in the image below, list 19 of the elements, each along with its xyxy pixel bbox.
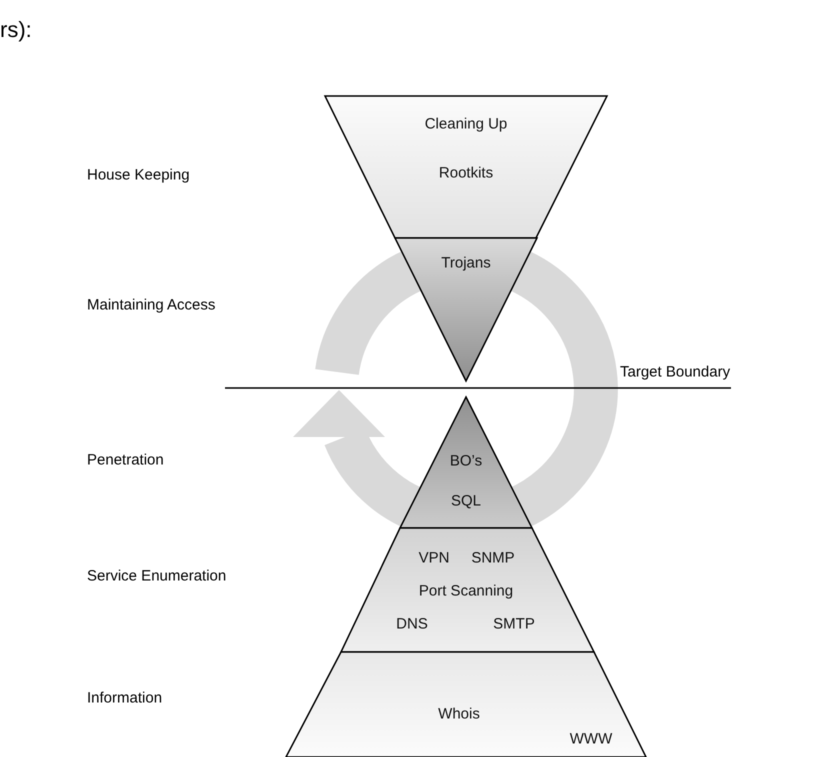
- band-text: SQL: [451, 492, 481, 510]
- layer-label: House Keeping: [87, 166, 190, 184]
- band-text: BO’s: [450, 452, 482, 470]
- layer-label: Information: [87, 690, 162, 706]
- layer-label: Maintaining Access: [87, 296, 216, 314]
- layer-label: Service Enumeration: [87, 568, 226, 584]
- band-text: Cleaning Up: [424, 116, 508, 132]
- band-text: Whois: [438, 706, 480, 722]
- band-text: Rootkits: [438, 164, 494, 182]
- band-text: Trojans: [441, 254, 491, 272]
- band-text: DNS: [396, 616, 428, 632]
- layer-label: Penetration: [87, 452, 164, 468]
- band-text: VPN: [418, 550, 450, 566]
- band-text: Port Scanning: [418, 582, 514, 600]
- band-text: SMTP: [493, 616, 535, 632]
- boundary-label: Target Boundary: [620, 364, 730, 380]
- band-text: SNMP: [471, 550, 515, 566]
- band-text: WWW: [570, 730, 612, 748]
- partial-text: rs):: [0, 17, 32, 43]
